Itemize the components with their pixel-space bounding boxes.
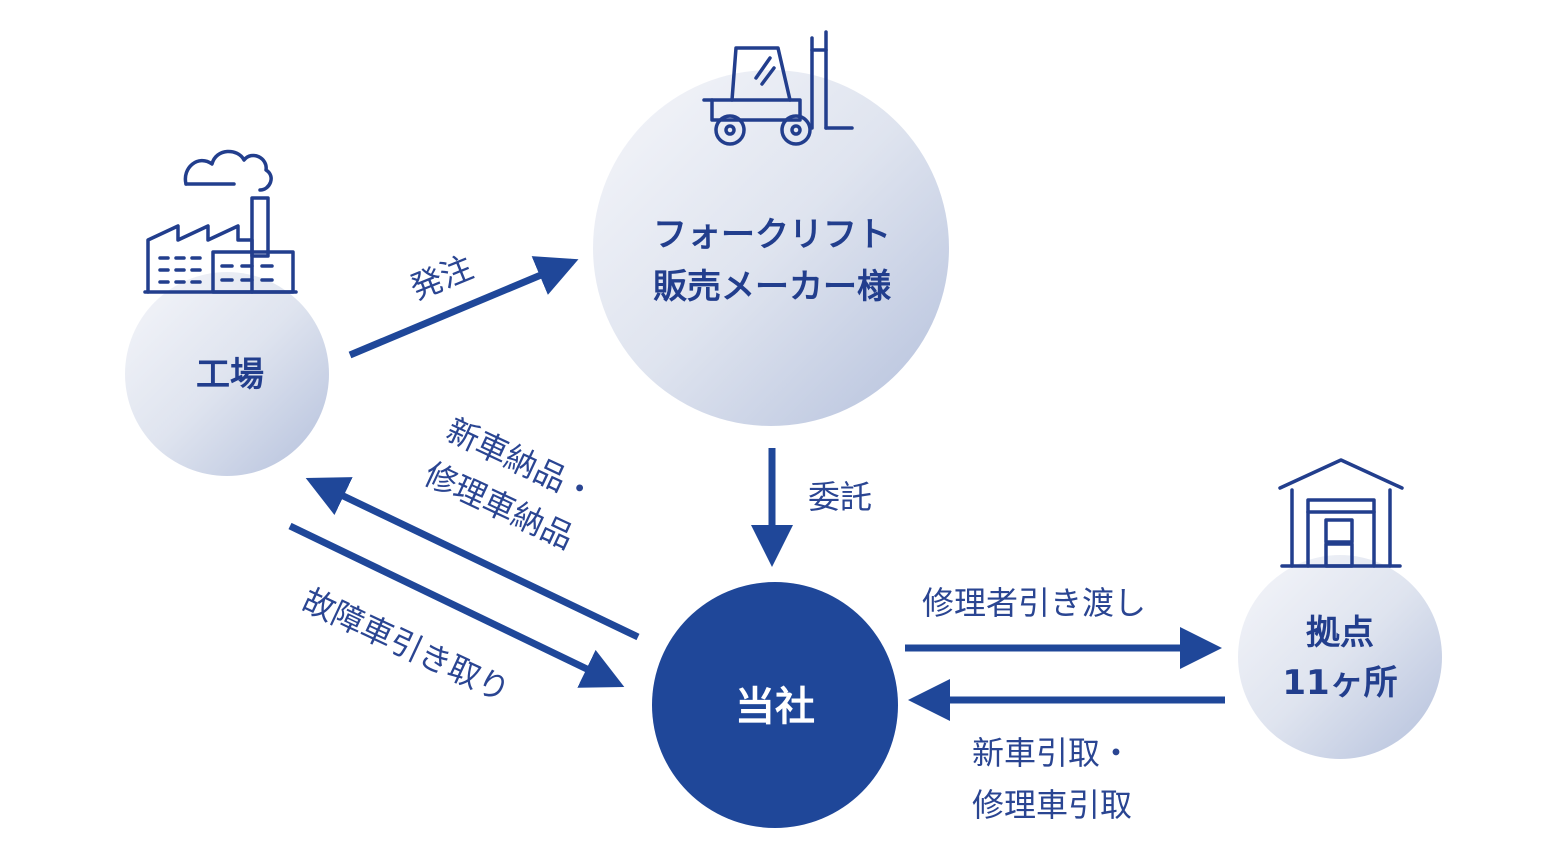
bases-label-line2: 11ヶ所 <box>1282 663 1397 703</box>
bases-node <box>1238 555 1442 759</box>
handover-label: 修理者引き渡し <box>922 584 1146 622</box>
delivery-arrow <box>305 477 640 641</box>
order-label: 発注 <box>405 248 479 307</box>
pickup-arrow <box>288 522 625 688</box>
factory-icon <box>143 149 298 294</box>
company-label: 当社 <box>735 684 815 730</box>
maker-label-line1: フォークリフト <box>653 215 891 255</box>
bases-label-line1: 拠点 <box>1306 613 1374 653</box>
company-node <box>652 582 898 828</box>
pickup-label: 故障車引き取り <box>297 581 516 710</box>
maker-node <box>593 70 949 426</box>
order-arrow <box>348 256 579 359</box>
maker-label-line2: 販売メーカー様 <box>653 267 892 307</box>
warehouse-icon <box>1278 458 1404 568</box>
factory-label: 工場 <box>196 355 264 395</box>
consign-label: 委託 <box>808 478 872 516</box>
receive-label-line1: 新車引取・ <box>972 734 1132 772</box>
factory-node <box>125 272 329 476</box>
forklift-icon <box>702 30 854 146</box>
receive-label-line2: 修理車引取 <box>972 786 1132 824</box>
